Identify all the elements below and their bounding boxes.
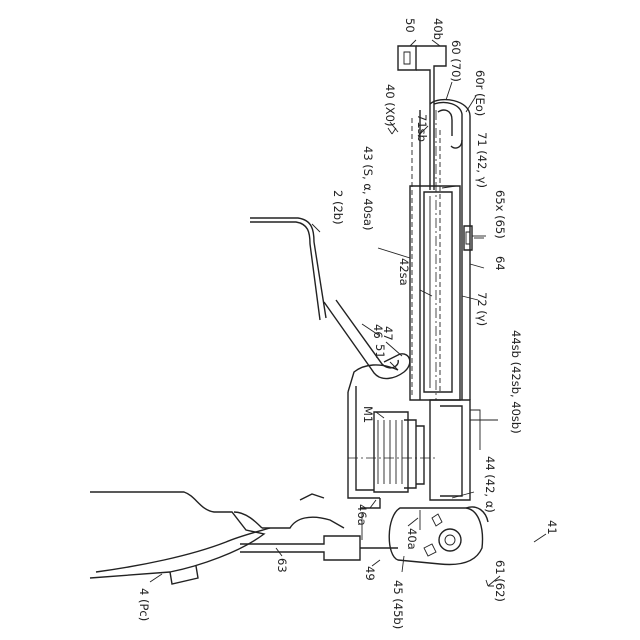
bracket-46 — [324, 300, 410, 508]
label-40x0: 40 (X0) — [383, 84, 397, 126]
label-63: 63 — [275, 558, 289, 573]
motor-M1 — [348, 412, 438, 492]
labels: 50 40b 60 (70) 60r (Eo) 40 (X0) 71sb 71 … — [137, 18, 559, 629]
label-4pc: 4 (Pc) — [137, 588, 151, 621]
top-bracket-40b — [398, 46, 446, 104]
label-47: 47 — [381, 326, 395, 341]
arm-63 — [240, 536, 398, 560]
upper-cover-2 — [250, 218, 326, 320]
label-64: 64 — [493, 256, 507, 271]
label-2b: 2 (2b) — [331, 190, 345, 225]
lower-block-44 — [430, 400, 480, 500]
label-65x: 65x (65) — [493, 190, 507, 239]
guide-strip — [262, 494, 362, 540]
main-frame — [410, 104, 470, 400]
label-42sa: 42sa — [397, 258, 411, 286]
label-43: 43 (S, α, 40sa) — [361, 146, 375, 230]
label-49: 49 — [363, 566, 377, 581]
label-72: 72 (γ) — [475, 292, 489, 326]
label-45: 45 (45b) — [391, 580, 405, 629]
label-44sb: 44sb (42sb, 40sb) — [509, 330, 523, 434]
linkage-61 — [389, 507, 488, 565]
label-50: 50 — [403, 18, 417, 33]
label-51: 51 — [373, 344, 387, 359]
label-46a: 46a — [355, 504, 369, 526]
label-40a: 40a — [405, 528, 419, 550]
label-61: 61 (62) — [493, 560, 507, 602]
label-60r: 60r (Eo) — [473, 70, 487, 116]
label-m1: M1 — [361, 406, 375, 423]
label-71sb: 71sb — [415, 114, 429, 142]
label-41: 41 — [545, 520, 559, 535]
label-60-70: 60 (70) — [449, 40, 463, 82]
cover-4 — [90, 492, 270, 584]
label-40b: 40b — [431, 18, 445, 40]
label-44: 44 (42, α) — [483, 456, 497, 513]
label-71: 71 (42, γ) — [475, 132, 489, 188]
